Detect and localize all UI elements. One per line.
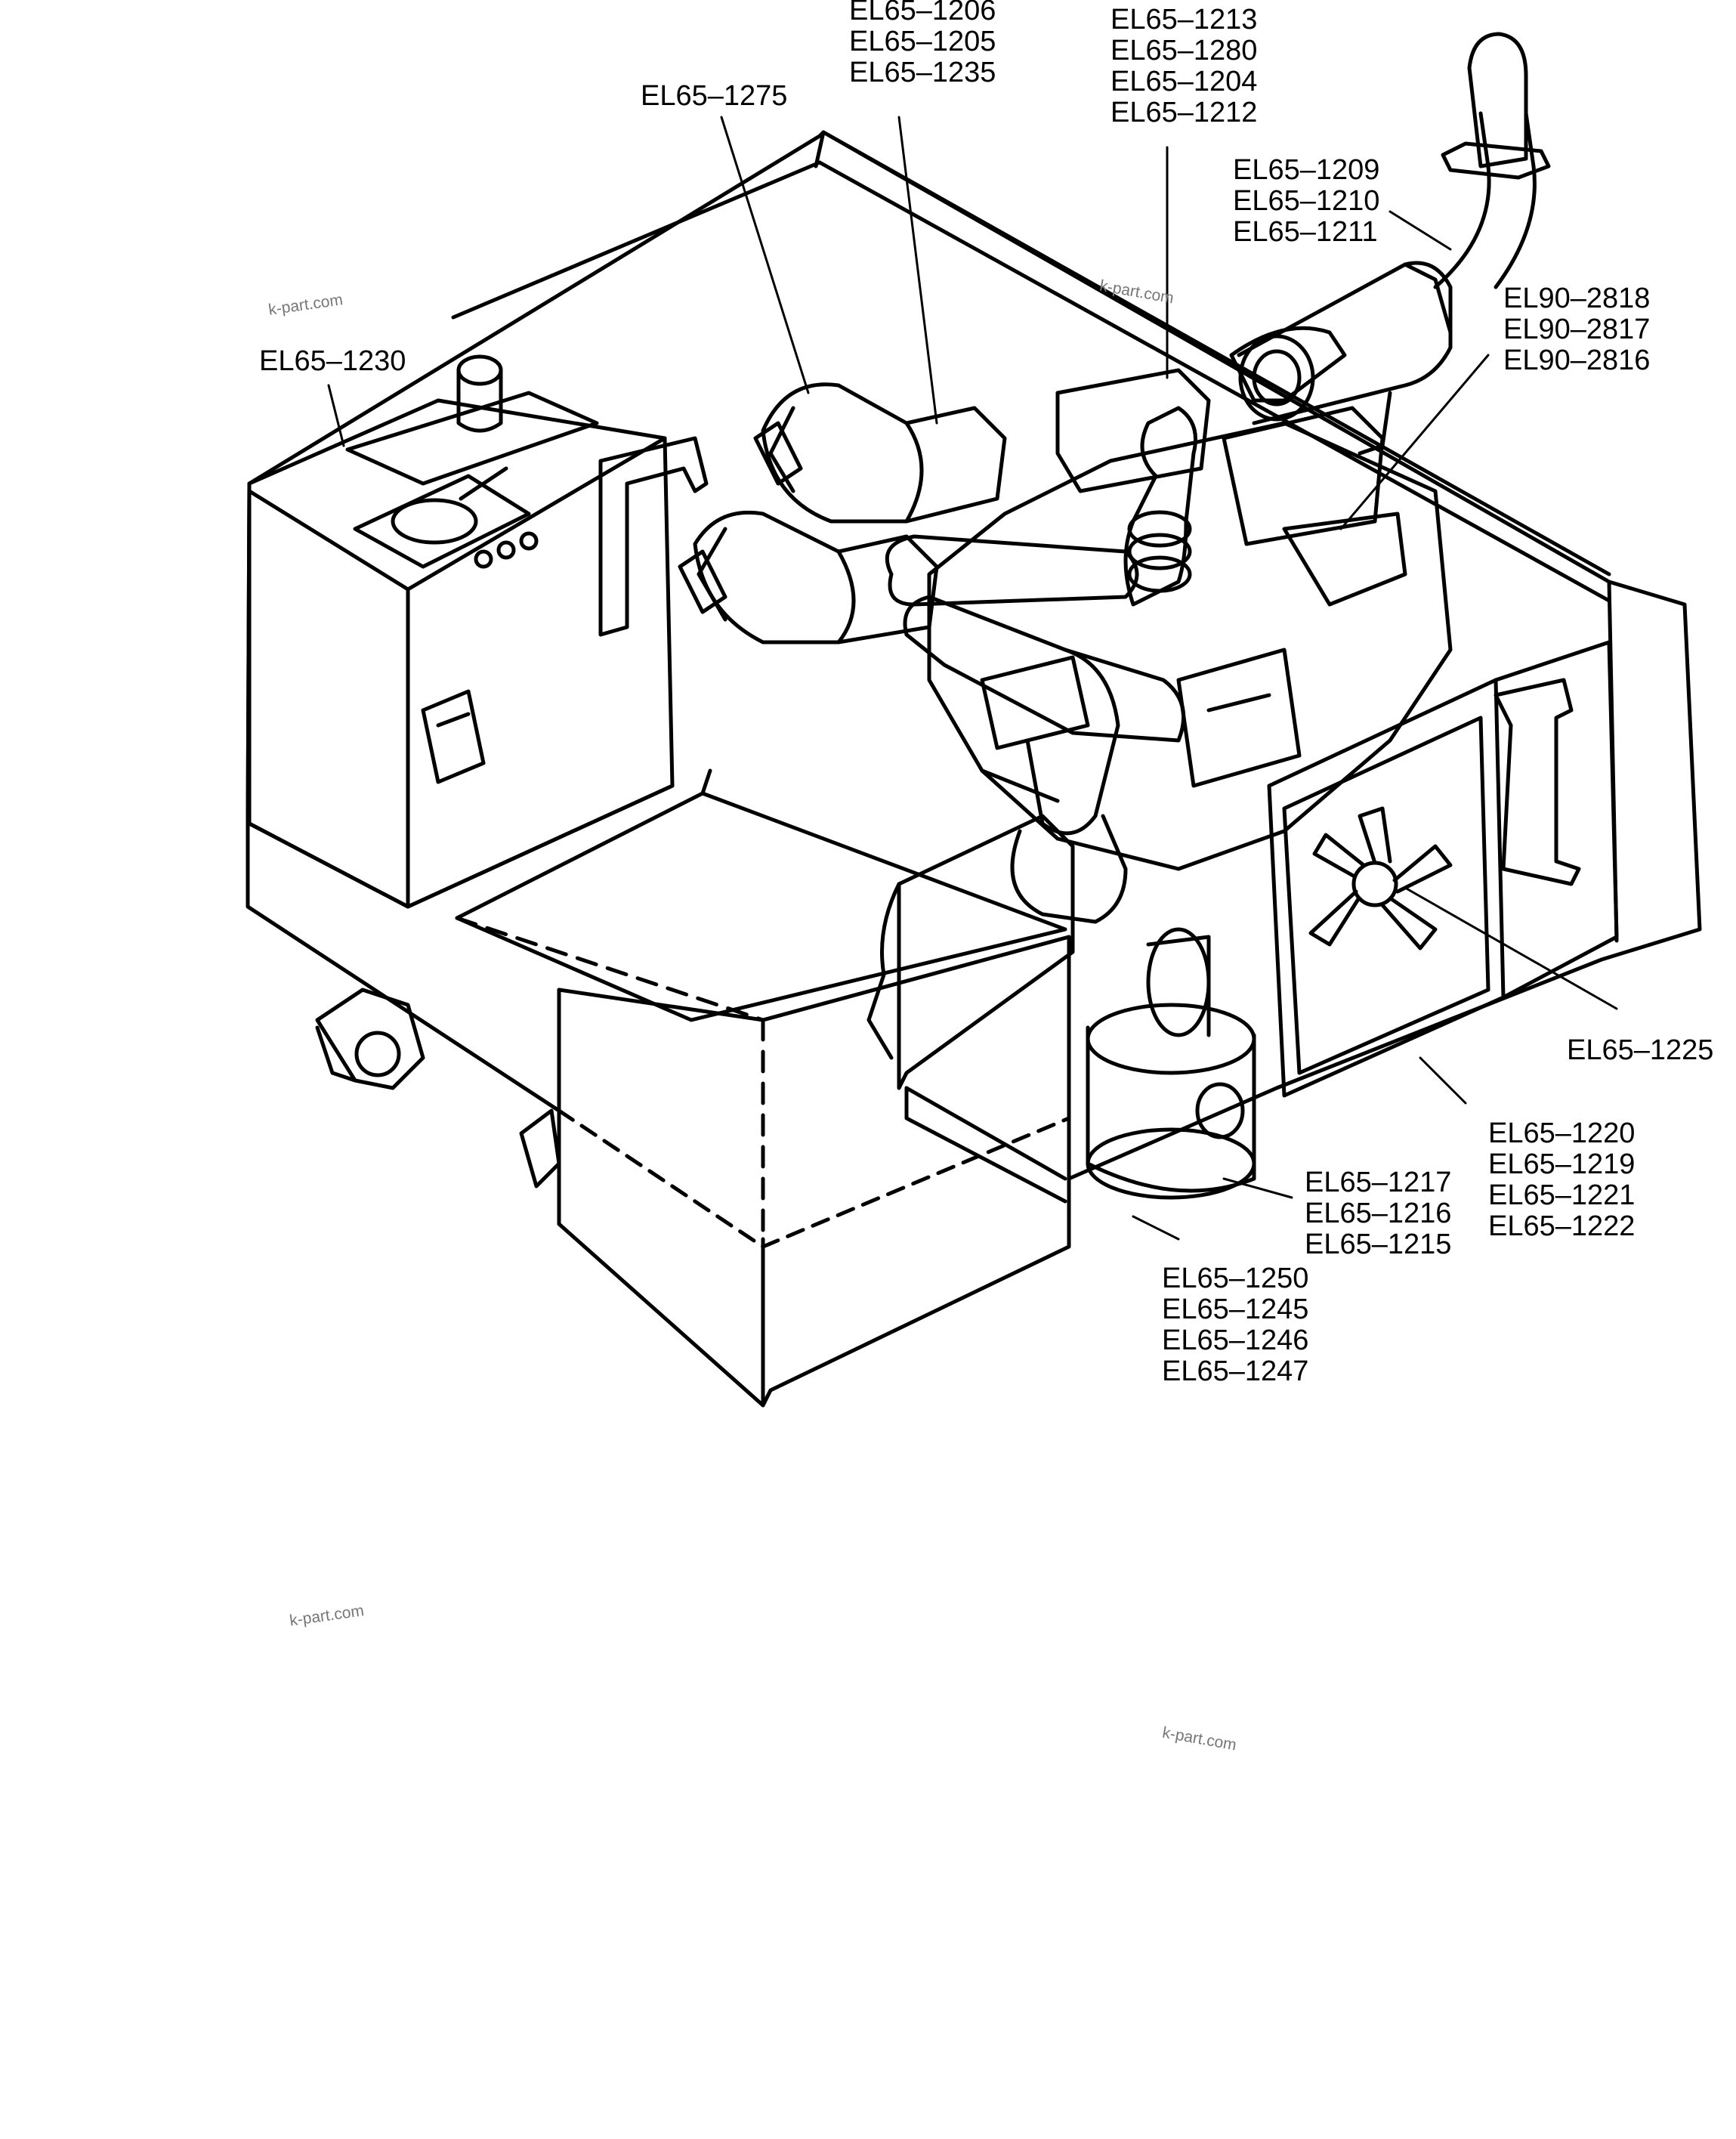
callout-line: EL90–2818: [1503, 283, 1651, 314]
callout-el65-1220: EL65–1220 EL65–1219 EL65–1221 EL65–1222: [1488, 1118, 1635, 1242]
callout-line: EL65–1230: [259, 345, 406, 377]
callout-line: EL65–1205: [849, 26, 996, 57]
callout-line: EL65–1280: [1110, 35, 1258, 66]
callout-el65-1209: EL65–1209 EL65–1210 EL65–1211: [1233, 155, 1379, 248]
callout-line: EL65–1247: [1162, 1355, 1309, 1387]
hydraulic-pumps: [678, 382, 1007, 644]
air-cleaner: [1086, 927, 1256, 1200]
callout-line: EL65–1210: [1233, 185, 1380, 217]
lifting-lugs: [315, 988, 561, 1189]
intake-piping: [885, 326, 1347, 924]
callout-line: EL65–1211: [1233, 216, 1378, 248]
callout-line: EL65–1209: [1233, 154, 1380, 186]
callout-el65-1225: EL65–1225: [1567, 1035, 1713, 1066]
muffler-exhaust: [1237, 32, 1551, 456]
callout-line: EL65–1275: [641, 80, 788, 112]
callout-line: EL65–1222: [1488, 1210, 1636, 1242]
top-cover-plate: [455, 768, 1067, 1022]
mounting-clips: [598, 436, 1581, 886]
callout-line: EL65–1219: [1488, 1148, 1636, 1180]
leader-lines: [327, 116, 1618, 1241]
callout-el65-1217: EL65–1217 EL65–1216 EL65–1215: [1305, 1167, 1451, 1260]
callout-el90-2818: EL90–2818 EL90–2817 EL90–2816: [1503, 283, 1650, 376]
callout-line: EL90–2816: [1503, 345, 1651, 376]
callout-line: EL65–1225: [1567, 1034, 1714, 1066]
callout-line: EL65–1250: [1162, 1263, 1309, 1294]
callout-line: EL65–1217: [1305, 1167, 1452, 1198]
callout-line: EL65–1220: [1488, 1117, 1636, 1149]
callout-line: EL65–1235: [849, 57, 996, 88]
callout-el65-1275: EL65–1275: [641, 81, 787, 112]
callout-line: EL65–1246: [1162, 1325, 1309, 1356]
callout-line: EL65–1221: [1488, 1179, 1636, 1211]
callout-el65-1213: EL65–1213 EL65–1280 EL65–1204 EL65–1212: [1110, 5, 1257, 128]
engine-block: [927, 368, 1453, 871]
callout-line: EL65–1216: [1305, 1198, 1452, 1229]
callout-line: EL65–1204: [1110, 66, 1258, 97]
callout-line: EL65–1245: [1162, 1294, 1309, 1325]
radiator-fan: [1267, 640, 1619, 1098]
callout-el65-1206: EL65–1206 EL65–1205 EL65–1235: [849, 0, 996, 88]
base-frame: [246, 130, 1702, 1408]
callout-line: EL65–1212: [1110, 97, 1258, 128]
battery-box: [866, 814, 1075, 1204]
callout-line: EL65–1215: [1305, 1229, 1452, 1260]
hydraulic-tank: [247, 354, 675, 909]
callout-line: EL90–2817: [1503, 314, 1651, 345]
callout-el65-1250: EL65–1250 EL65–1245 EL65–1246 EL65–1247: [1162, 1263, 1308, 1387]
callout-el65-1230: EL65–1230: [259, 346, 406, 377]
callout-line: EL65–1206: [849, 0, 996, 26]
callout-line: EL65–1213: [1110, 4, 1258, 36]
